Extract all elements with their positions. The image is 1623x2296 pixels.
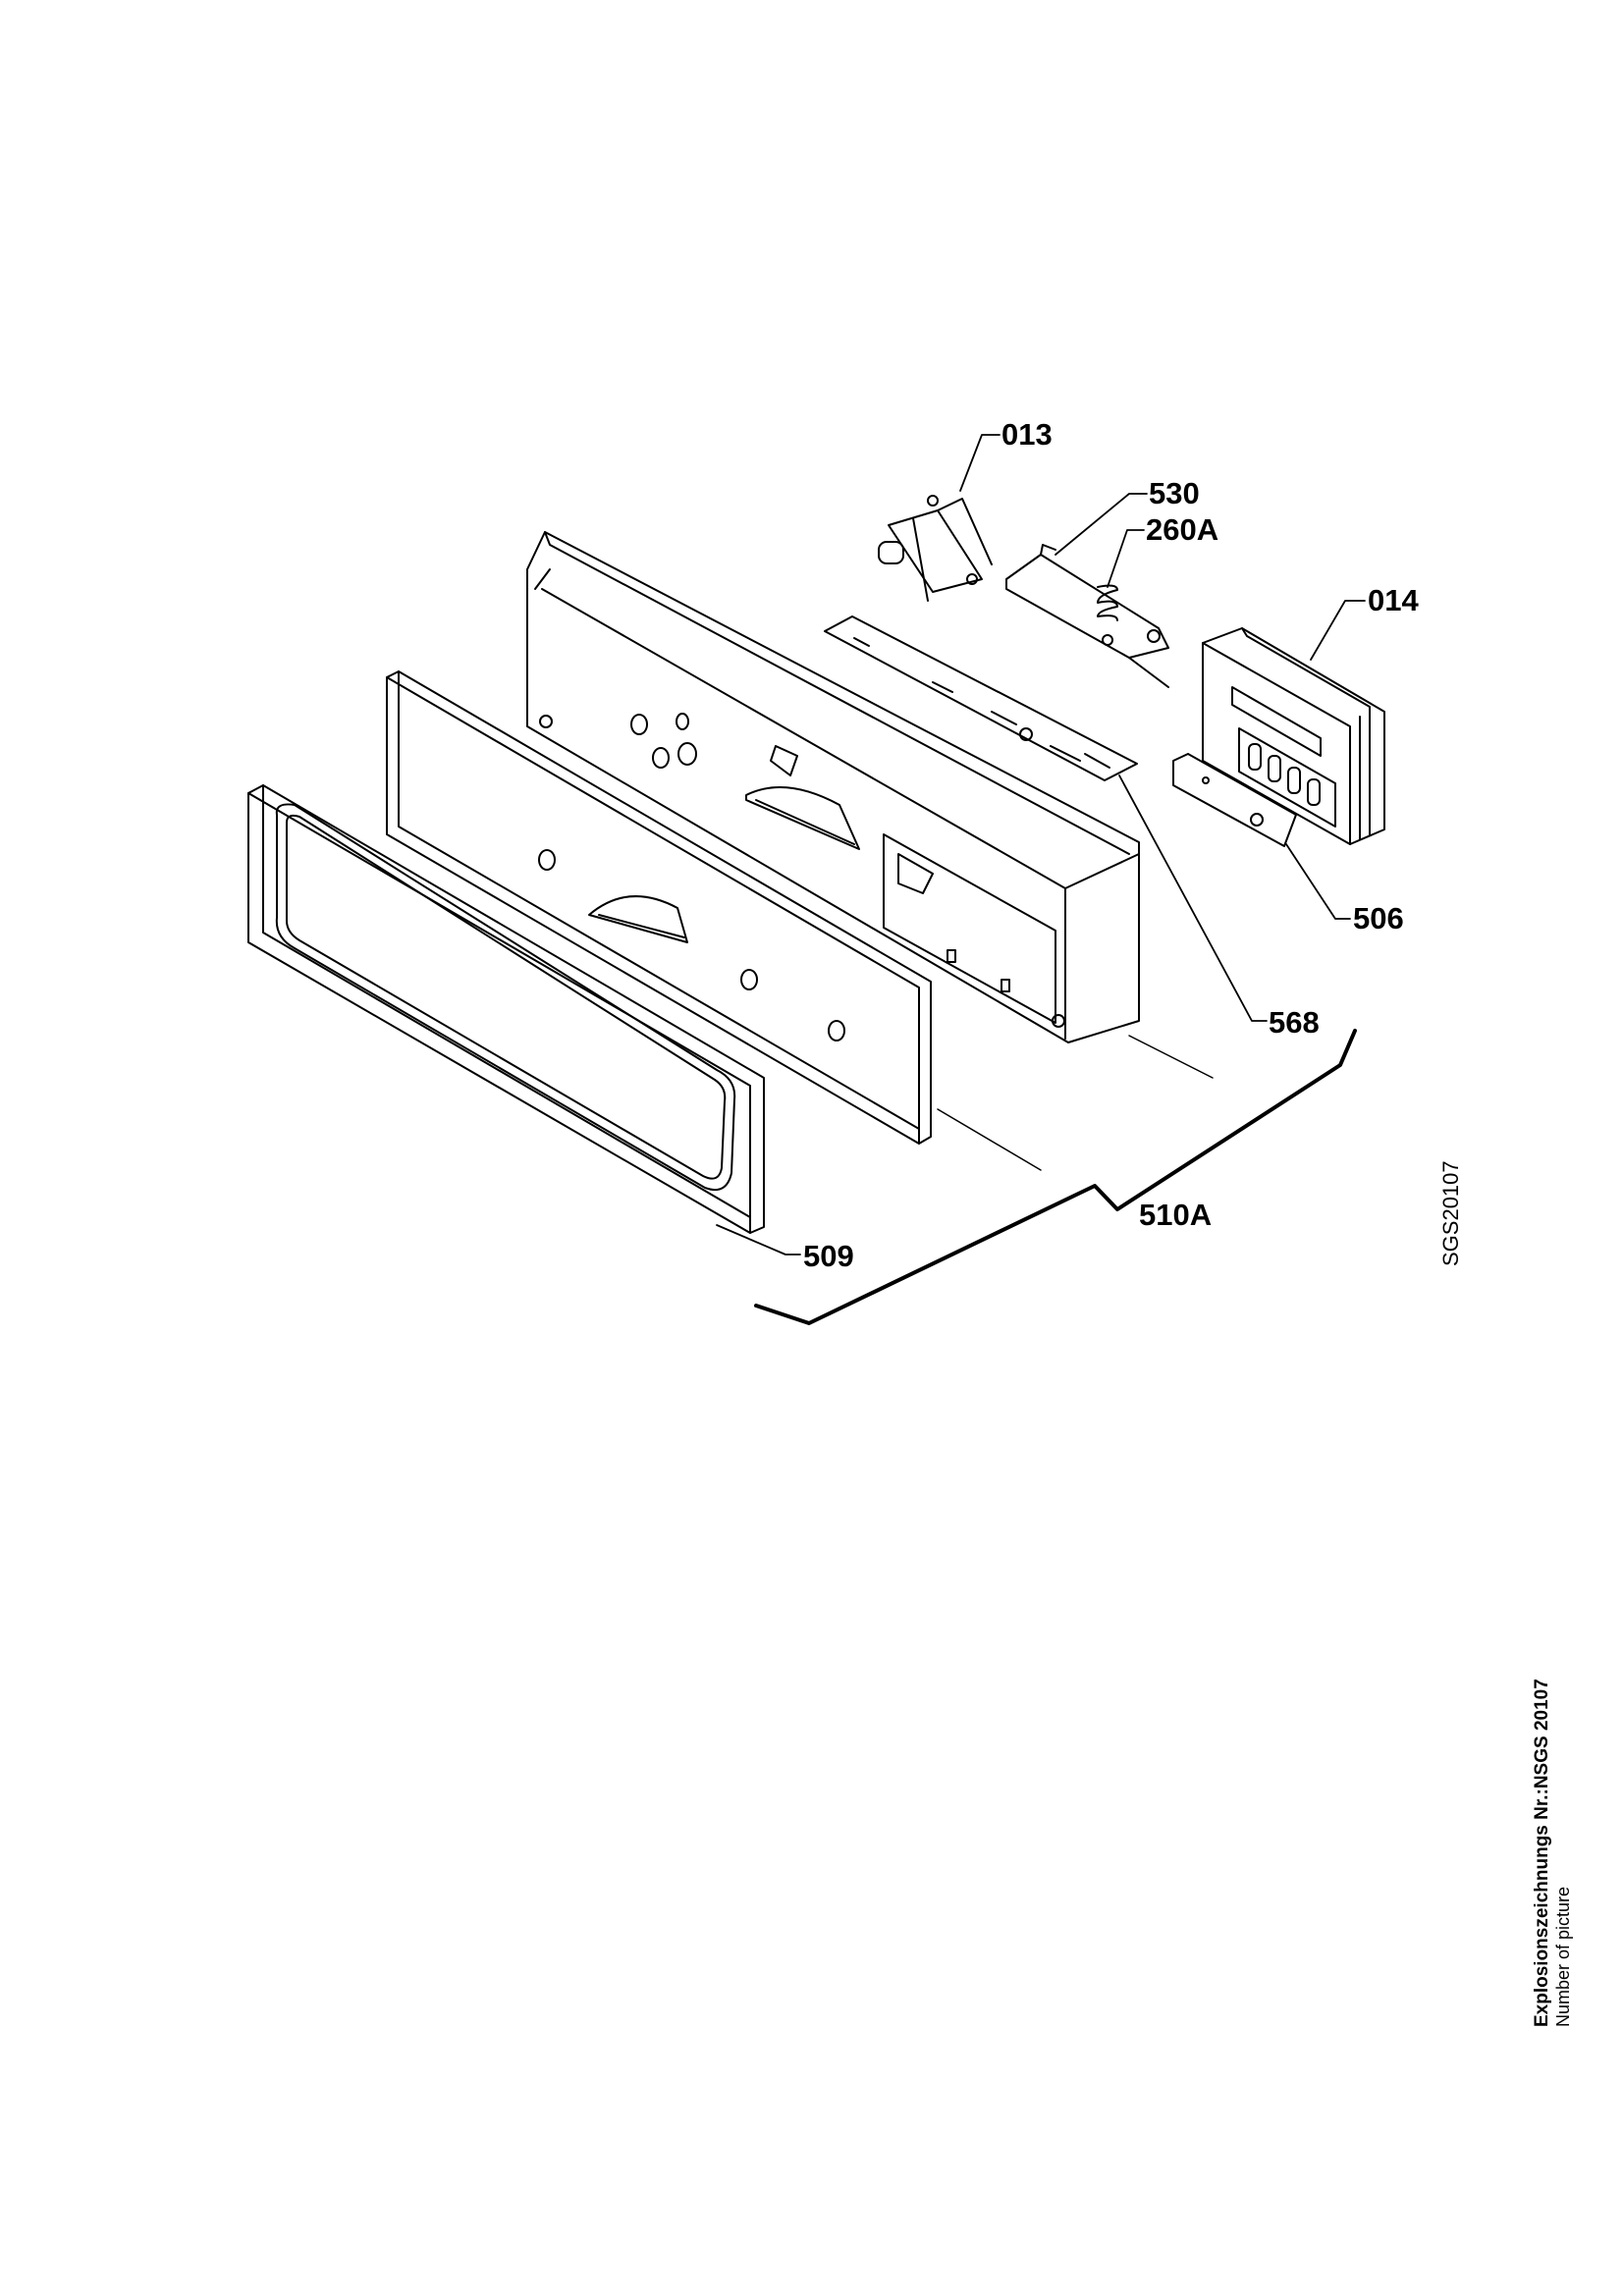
break-arrow [754, 1029, 1357, 1325]
callout-013: 013 [1001, 417, 1053, 452]
footer-caption: Explosionszeichnungs Nr.:NSGS 20107 Numb… [1532, 1679, 1574, 2027]
callout-510A: 510A [1139, 1198, 1212, 1232]
part-530-bracket [1005, 544, 1169, 688]
footer-title: Explosionszeichnungs Nr.:NSGS 20107 [1532, 1679, 1552, 2027]
callout-530: 530 [1149, 476, 1200, 510]
callout-568: 568 [1269, 1005, 1320, 1040]
part-260A-spring [1097, 584, 1118, 621]
part-506-strip [1172, 753, 1297, 847]
callout-509: 509 [803, 1239, 854, 1273]
main-housing [526, 531, 1140, 1043]
guide-lines [937, 1035, 1214, 1171]
callout-506: 506 [1353, 901, 1404, 935]
part-014-module [1202, 627, 1385, 845]
part-013-switch [878, 495, 993, 602]
drawing-code: SGS20107 [1438, 1160, 1463, 1266]
callout-014: 014 [1368, 583, 1419, 617]
part-568-label-strip [824, 615, 1138, 781]
part-510A-panel [386, 670, 932, 1145]
leader-lines [716, 434, 1366, 1255]
part-509-front-bezel [247, 784, 765, 1234]
callout-260A: 260A [1146, 512, 1218, 547]
footer-subtitle: Number of picture [1553, 1886, 1573, 2027]
